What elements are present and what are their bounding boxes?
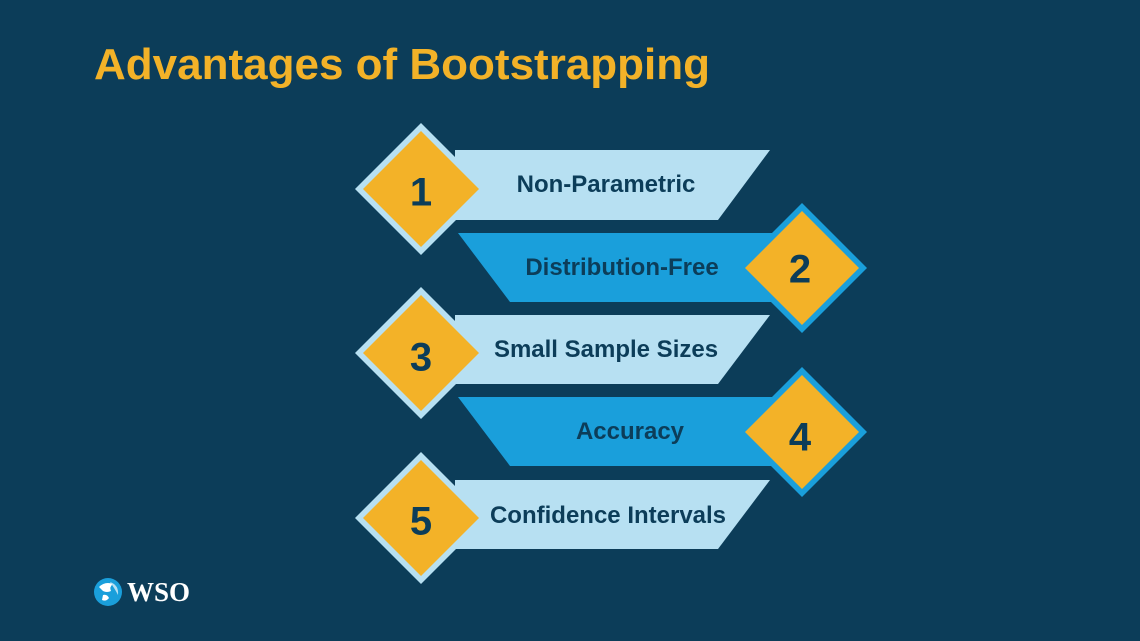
logo-text: WSO: [127, 576, 191, 607]
item-2-label: Distribution-Free: [525, 254, 719, 281]
banner-5: [455, 480, 770, 549]
item-1-number: 1: [409, 170, 433, 215]
banner-4: [458, 397, 790, 466]
item-4-label: Accuracy: [575, 418, 685, 445]
item-3-shape: [355, 287, 770, 419]
banner-1: [455, 150, 770, 220]
diamond-1: [363, 131, 479, 247]
page-title: Advantages of Bootstrapping: [94, 40, 711, 89]
item-2-number: 2: [788, 247, 812, 292]
banner-2: [458, 233, 790, 302]
diamond-5: [363, 460, 479, 576]
item-5-shape: [355, 452, 770, 584]
globe-icon: [94, 578, 122, 606]
diamond-4: [745, 375, 859, 489]
item-5-label: Confidence Intervals: [489, 502, 727, 529]
banner-3: [455, 315, 770, 384]
item-4-shape: [458, 367, 867, 497]
diamond-3: [363, 295, 479, 411]
wso-logo: WSO: [93, 574, 190, 610]
item-1-label: Non-Parametric: [516, 171, 696, 198]
item-1-shape: [355, 123, 770, 255]
item-2-shape: [458, 203, 867, 333]
item-5-number: 5: [409, 499, 433, 544]
item-3-label: Small Sample Sizes: [493, 336, 719, 363]
item-3-number: 3: [409, 335, 433, 380]
item-4-number: 4: [788, 415, 812, 460]
diamond-2: [745, 211, 859, 325]
